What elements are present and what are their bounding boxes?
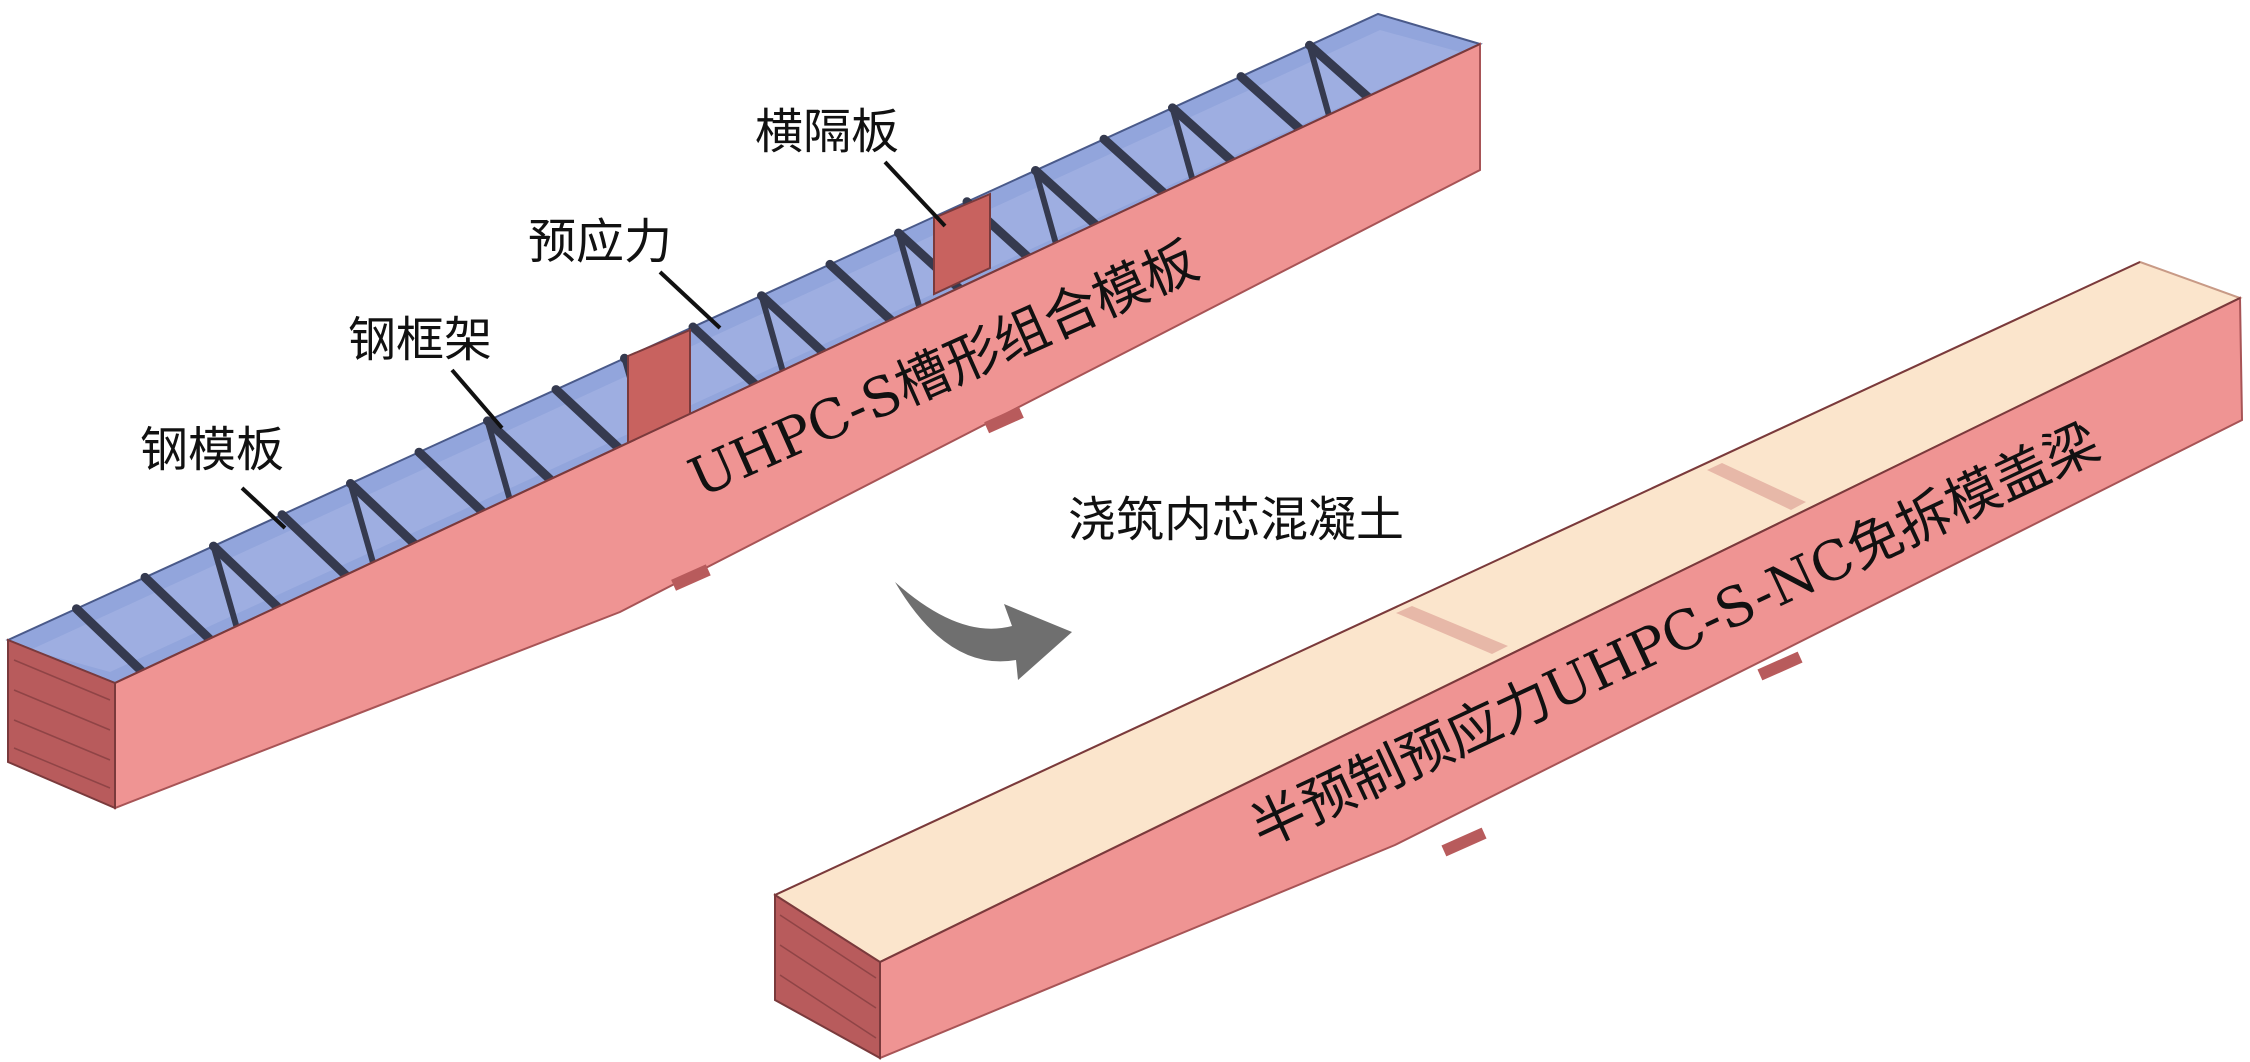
callout-prestress-label: 预应力 xyxy=(528,214,672,270)
segment-joint xyxy=(1707,463,1806,510)
diaphragm xyxy=(933,192,991,296)
finished-cap-beam xyxy=(772,260,2244,1060)
callout-prestress: 预应力 xyxy=(528,214,722,330)
process-step: 浇筑内芯混凝土 xyxy=(895,492,1404,680)
bearing-pad xyxy=(1757,651,1803,681)
uhpc-shell-end-face xyxy=(7,638,116,810)
callout-steel-formwork-label: 钢模板 xyxy=(140,422,284,478)
segment-joint xyxy=(1396,606,1508,654)
bearing-pad xyxy=(984,406,1024,434)
process-step-label: 浇筑内芯混凝土 xyxy=(1068,492,1404,548)
callout-diaphragm: 横隔板 xyxy=(755,104,947,228)
callout-diaphragm-label: 横隔板 xyxy=(755,104,899,160)
bearing-pad xyxy=(1441,827,1487,857)
bearing-pad xyxy=(671,564,711,591)
callout-steel-frame-label: 钢框架 xyxy=(348,312,492,368)
callout-steel-formwork: 钢模板 xyxy=(140,422,287,530)
callout-steel-frame: 钢框架 xyxy=(348,312,504,430)
uhpc-s-trough-formwork-beam xyxy=(5,12,1483,810)
curved-arrow-icon xyxy=(895,582,1072,680)
